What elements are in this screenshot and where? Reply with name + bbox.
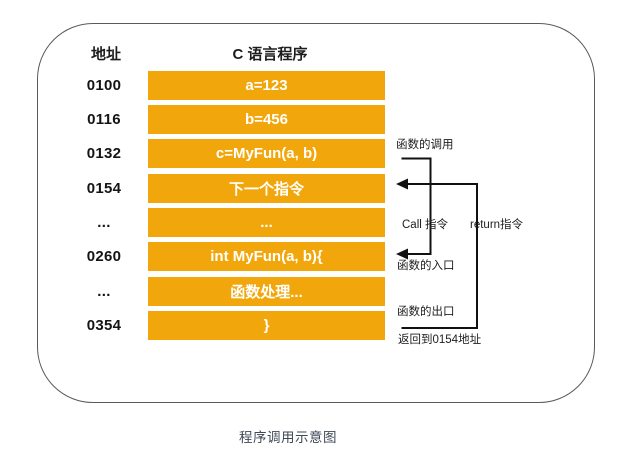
address-label: 0354 [86, 317, 122, 334]
instruction-bar: b=456 [148, 105, 385, 134]
instruction-bar: ... [148, 208, 385, 237]
memory-row: 0100 a=123 [0, 71, 640, 100]
diagram-frame [37, 23, 595, 403]
instruction-bar: int MyFun(a, b){ [148, 242, 385, 271]
return-instruction-label: return指令 [470, 219, 524, 231]
function-exit-label: 函数的出口 [397, 306, 455, 318]
address-label: ... [97, 283, 111, 300]
memory-row: 0260 int MyFun(a, b){ [0, 242, 640, 271]
address-label: 0154 [86, 180, 122, 197]
address-label: 0260 [86, 248, 122, 265]
instruction-bar: } [148, 311, 385, 340]
memory-row: 0154 下一个指令 [0, 174, 640, 203]
memory-row: 0354 } [0, 311, 640, 340]
instruction-bar: a=123 [148, 71, 385, 100]
instruction-bar: 下一个指令 [148, 174, 385, 203]
memory-row: 0116 b=456 [0, 105, 640, 134]
instruction-bar: 函数处理... [148, 277, 385, 306]
call-instruction-label: Call 指令 [402, 219, 449, 231]
address-label: 0100 [86, 77, 122, 94]
memory-row: 0132 c=MyFun(a, b) [0, 139, 640, 168]
function-call-label: 函数的调用 [396, 139, 454, 151]
diagram-caption: 程序调用示意图 [239, 430, 337, 445]
address-label: 0132 [86, 145, 122, 162]
memory-row: ... ... [0, 208, 640, 237]
return-to-address-label: 返回到0154地址 [398, 334, 482, 346]
instruction-bar: c=MyFun(a, b) [148, 139, 385, 168]
address-column-header: 地址 [90, 46, 121, 63]
function-entry-label: 函数的入口 [397, 260, 455, 272]
memory-row: ... 函数处理... [0, 277, 640, 306]
address-label: ... [97, 214, 111, 231]
program-column-header: C 语言程序 [232, 46, 308, 63]
address-label: 0116 [87, 111, 121, 128]
